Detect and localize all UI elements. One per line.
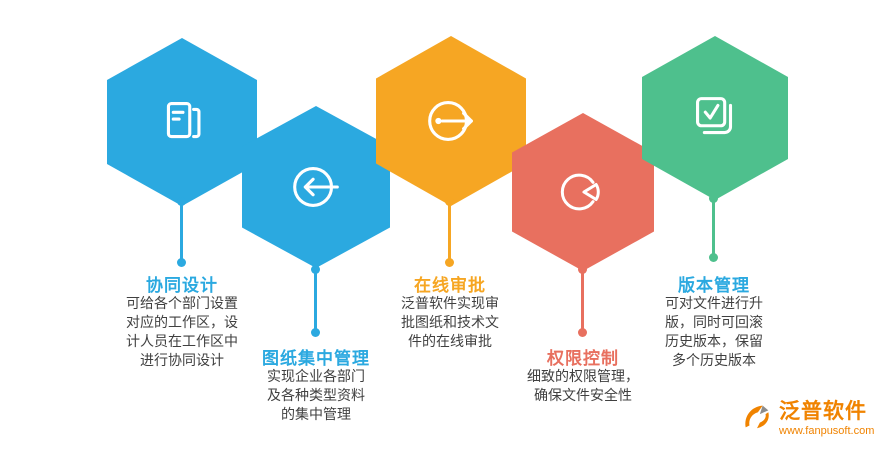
feature-title: 在线审批 <box>414 276 486 295</box>
line <box>180 204 183 260</box>
feature-title: 协同设计 <box>146 276 218 295</box>
connector-line <box>311 265 320 337</box>
connector-line <box>445 197 454 267</box>
feature-title: 版本管理 <box>678 276 750 295</box>
feature-title: 图纸集中管理 <box>262 349 370 368</box>
hexagon-shape <box>642 36 788 200</box>
feature-description: 细致的权限管理，确保文件安全性 <box>527 368 639 403</box>
line <box>712 201 715 255</box>
logo-text: 泛普软件 www.fanpusoft.com <box>779 400 874 438</box>
fanpu-logo-icon <box>745 405 769 429</box>
logo: 泛普软件 www.fanpusoft.com <box>740 400 874 438</box>
connector-line <box>709 194 718 262</box>
connector-line <box>578 265 587 337</box>
logo-url: www.fanpusoft.com <box>779 425 875 437</box>
feature-description: 实现企业各部门及各种类型资料的集中管理 <box>267 368 365 422</box>
line <box>314 272 317 330</box>
feature-title: 权限控制 <box>547 349 619 368</box>
feature-description: 泛普软件实现审批图纸和技术文件的在线审批 <box>401 295 499 349</box>
pie-slice-icon <box>560 173 600 211</box>
logo-name: 泛普软件 <box>779 400 867 423</box>
line <box>581 272 584 330</box>
checkbox-icon <box>696 97 733 135</box>
documents-icon <box>166 102 201 139</box>
feature-description: 可给各个部门设置对应的工作区，设计人员在工作区中进行协同设计 <box>126 295 238 368</box>
hexagon-shape <box>242 106 390 268</box>
line <box>448 204 451 260</box>
hexagon-shape <box>512 113 654 271</box>
arrow-left-circle-icon <box>293 167 339 207</box>
hexagon-shape <box>107 38 257 206</box>
hexagon-shape <box>376 36 526 206</box>
connector-line <box>177 197 186 267</box>
arrow-right-circle-icon <box>428 101 473 141</box>
feature-description: 可对文件进行升版，同时可回滚历史版本，保留多个历史版本 <box>665 295 763 368</box>
